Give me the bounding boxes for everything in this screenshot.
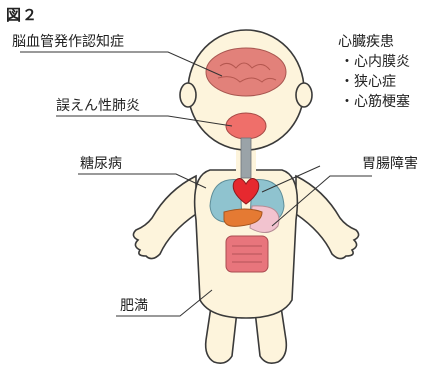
label-diabetes: 糖尿病 [80,156,122,172]
trachea-icon [241,138,251,178]
label-heart-disease: 心臓疾患 [338,34,394,50]
intestine-icon [226,236,268,272]
label-dementia: 脳血管発作認知症 [12,34,124,50]
list-item: ・狭心症 [340,74,396,90]
list-item: ・心筋梗塞 [340,94,410,110]
brain-icon [206,48,286,96]
label-pneumonia: 誤えん性肺炎 [56,98,140,114]
label-obesity: 肥満 [120,298,148,314]
label-gastric-disorder: 胃腸障害 [362,156,418,172]
list-item: ・心内膜炎 [340,54,410,70]
figure-title: 図２ [6,4,38,25]
